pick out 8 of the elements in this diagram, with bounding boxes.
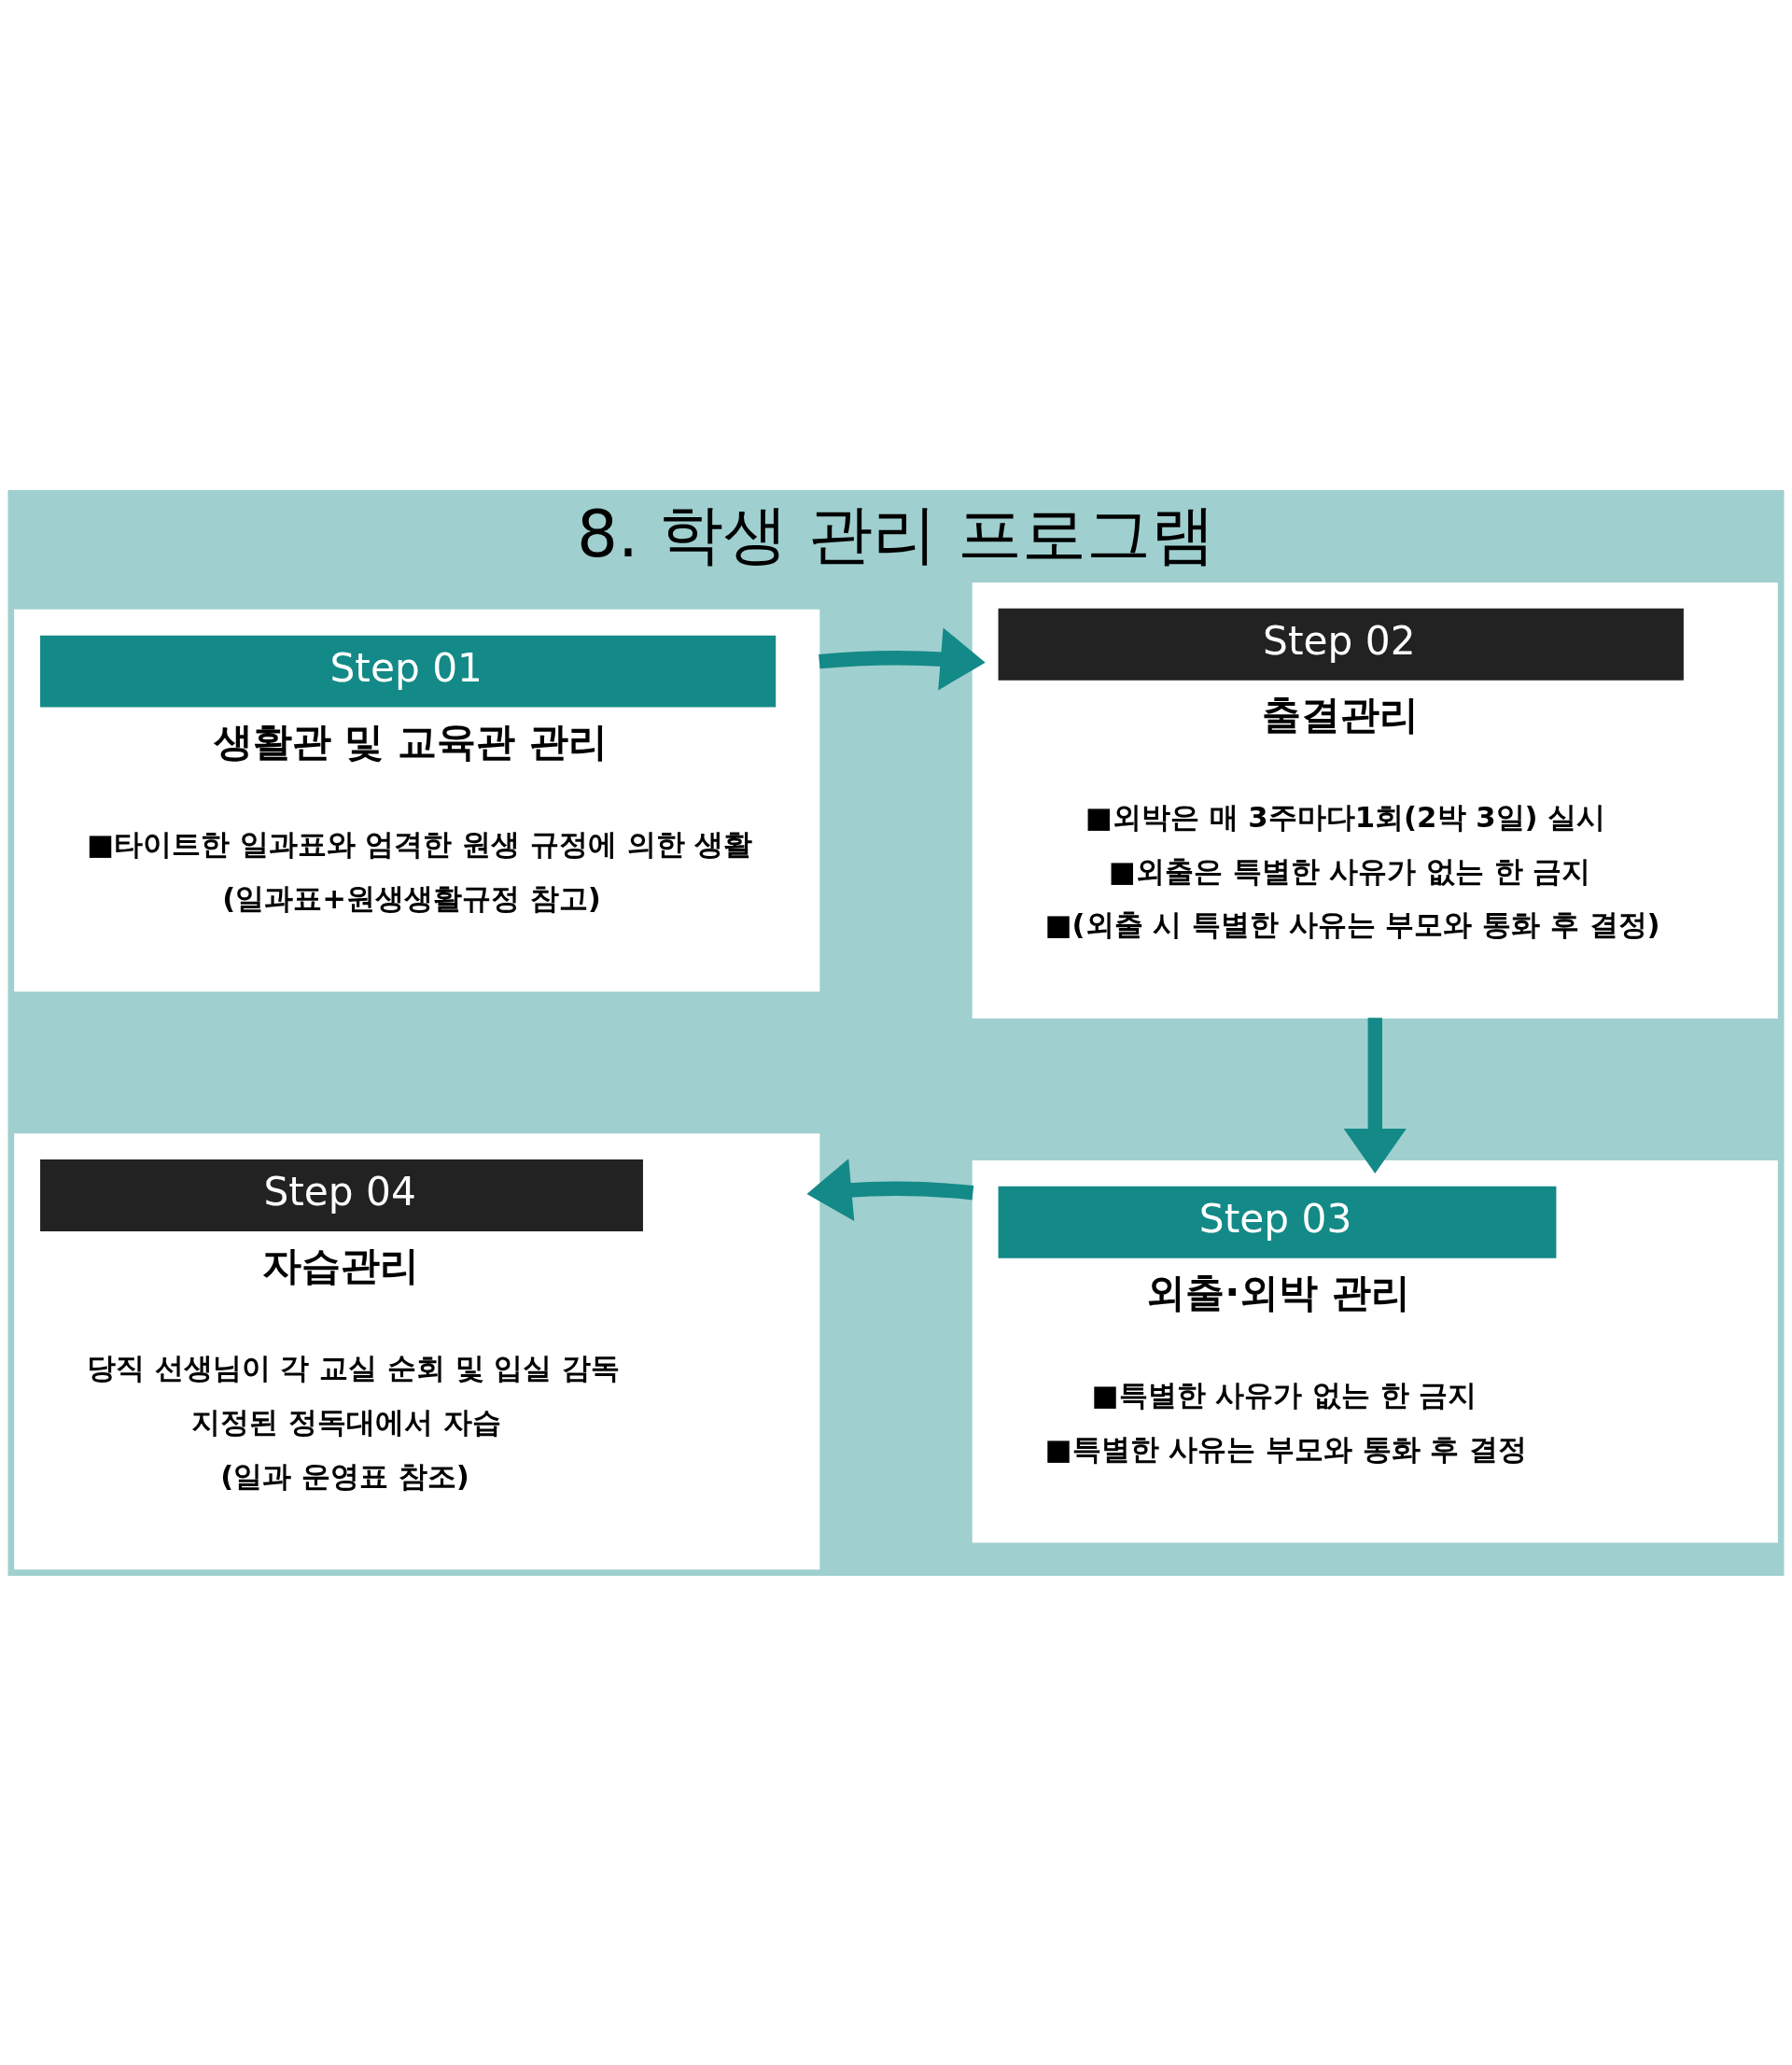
node-box: Step 02 출결관리 ■외박은 매 3주마다1회(2박 3일) 실시 ■외출은 특별한 사유가 없는 한 금지 ■(외출 시 특별한 사유는 부모와 통화 후 결정) xyxy=(972,582,1778,1018)
node-box: Step 03 외출·외박 관리 ■특별한 사유가 없는 한 금지 ■특별한 사유는 부모와 통화 후 결정 xyxy=(972,1159,1778,1542)
arrow xyxy=(819,626,986,690)
diagram-title: 8. 학생 관리 프로그램 xyxy=(577,496,1215,571)
node-box: Step 04 자습관리 당직 선생님이 각 교실 순회 및 입실 감독 지정된 정독대에서 자습 (일과 운영표 참조) xyxy=(14,1132,820,1569)
arrow xyxy=(1343,1017,1407,1173)
node-box: Step 01 생활관 및 교육관 관리 ■타이트한 일과표와 엄격한 원생 규정에 의한 생활 (일과표+원생생활규정 참고) xyxy=(14,609,820,991)
arrow xyxy=(806,1158,974,1221)
